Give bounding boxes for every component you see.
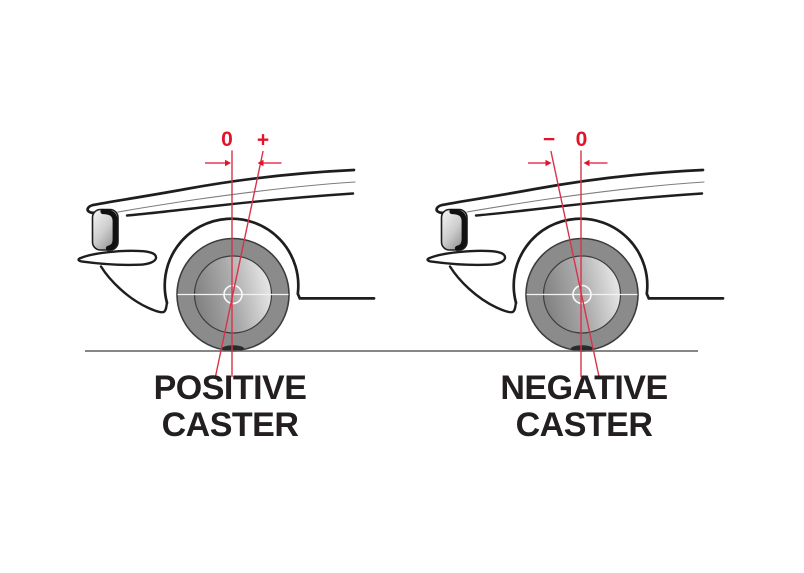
caption-line-2: CASTER <box>162 406 299 444</box>
caption-line-1: NEGATIVE <box>500 369 667 407</box>
steering-axis-line <box>214 150 264 378</box>
arrow-to-steering-axis-icon <box>257 159 282 167</box>
arrow-to-vertical-line-icon <box>205 159 231 167</box>
caption-line-2: CASTER <box>516 406 653 444</box>
caption-line-1: POSITIVE <box>154 369 307 407</box>
negative-caster-caption: NEGATIVE CASTER <box>500 369 668 444</box>
plus-label: + <box>257 129 269 152</box>
right-car-illustration <box>428 170 723 352</box>
negative-caster-annotation: − 0 <box>528 128 608 378</box>
positive-caster-caption: POSITIVE CASTER <box>154 369 307 444</box>
zero-label: 0 <box>221 128 233 151</box>
steering-axis-line <box>550 150 600 378</box>
arrow-to-steering-axis-icon <box>528 159 552 167</box>
zero-label: 0 <box>576 128 588 151</box>
arrow-to-vertical-line-icon <box>583 159 608 167</box>
minus-label: − <box>543 128 555 151</box>
positive-caster-annotation: 0 + <box>205 128 282 378</box>
